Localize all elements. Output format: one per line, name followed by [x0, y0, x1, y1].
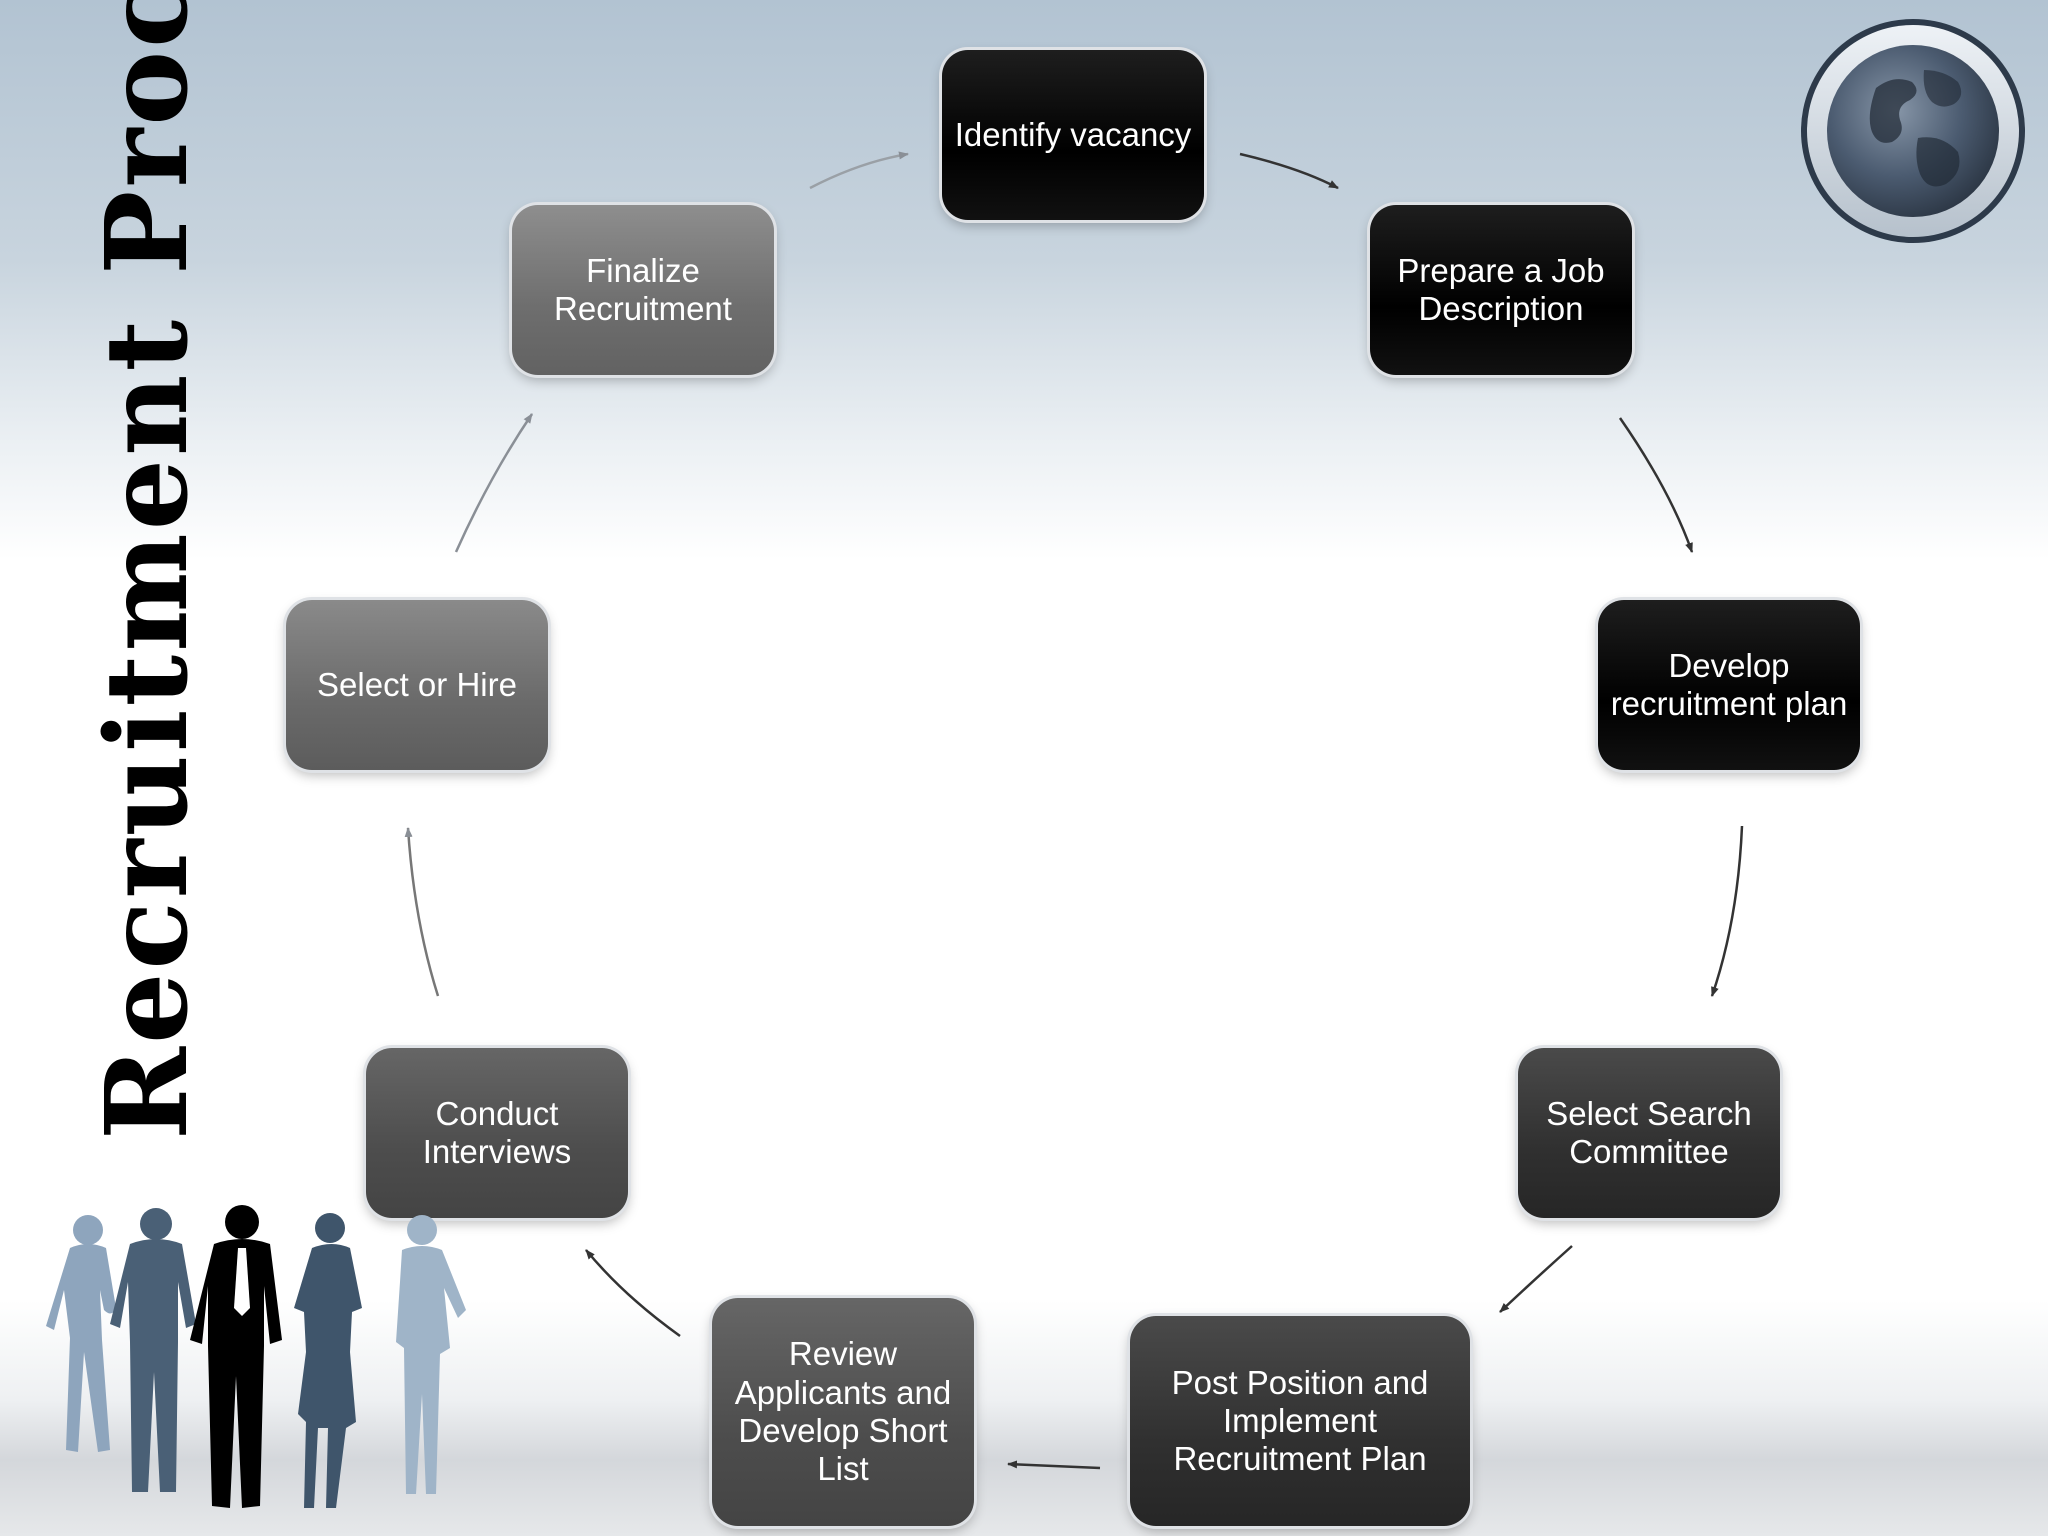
arrow-prepare-to-develop: [1618, 417, 1694, 553]
step-review-applicants: Review Applicants and Develop Short List: [712, 1298, 974, 1526]
arrow-committee-to-post: [1499, 1245, 1573, 1313]
arrow-review-to-interviews: [585, 1249, 681, 1338]
step-conduct-interviews: Conduct Interviews: [366, 1048, 628, 1218]
step-identify-vacancy: Identify vacancy: [942, 50, 1204, 220]
arrow-interviews-to-select: [404, 827, 440, 997]
arrow-develop-to-committee: [1710, 825, 1744, 997]
step-select-or-hire: Select or Hire: [286, 600, 548, 770]
step-prepare-job-description: Prepare a Job Description: [1370, 205, 1632, 375]
step-finalize-recruitment: Finalize Recruitment: [512, 205, 774, 375]
arrow-finalize-to-identify: [809, 151, 909, 190]
step-select-search-committee: Select Search Committee: [1518, 1048, 1780, 1218]
business-people-illustration: [46, 1205, 466, 1508]
arrow-select-to-finalize: [454, 413, 534, 553]
globe-icon: [1801, 19, 2025, 243]
arrow-identify-to-prepare: [1239, 152, 1339, 190]
step-post-position: Post Position and Implement Recruitment …: [1130, 1316, 1470, 1526]
step-develop-recruitment-plan: Develop recruitment plan: [1598, 600, 1860, 770]
arrow-post-to-review: [1007, 1460, 1101, 1470]
